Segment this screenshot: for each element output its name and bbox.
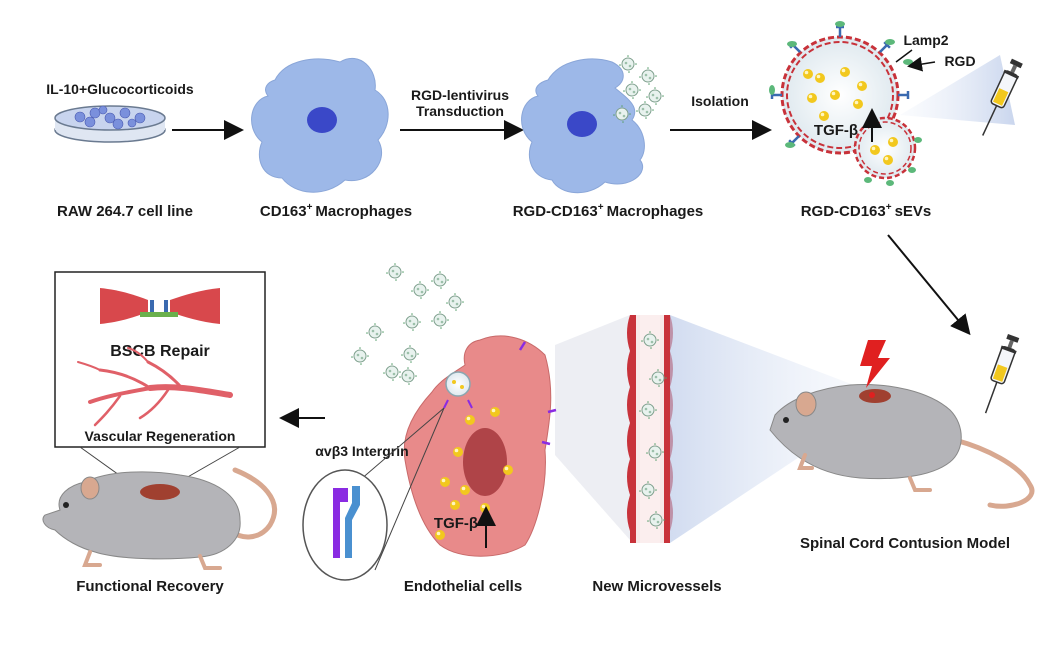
- nucleus: [307, 107, 337, 133]
- nucleus: [567, 111, 597, 137]
- svg-text:CD163+Macrophages: CD163+Macrophages: [260, 202, 412, 220]
- svg-text:RGD-CD163+sEVs: RGD-CD163+sEVs: [801, 202, 932, 220]
- vascular-regeneration-label: Vascular Regeneration: [85, 428, 236, 444]
- endothelial-nucleus: [463, 428, 507, 496]
- small-sev: [853, 116, 922, 186]
- arrow-sev-to-model: [887, 234, 971, 336]
- recovered-mouse: [42, 467, 278, 570]
- rgd-cd163-macrophages-label: RGD-CD163+Macrophages: [513, 202, 704, 220]
- integrin-zoom-line-a: [359, 407, 445, 481]
- syringe-bottom: [977, 332, 1022, 417]
- integrin-alpha: [333, 488, 340, 558]
- isolation-label: Isolation: [691, 93, 749, 109]
- petri-dish: [54, 105, 166, 143]
- functional-recovery-label: Functional Recovery: [76, 578, 224, 595]
- docking-sev: [443, 371, 473, 409]
- rgd-cd163-sevs-label: RGD-CD163+sEVs: [801, 202, 932, 220]
- floating-sevs: [350, 262, 465, 386]
- injury-lightning-icon: [860, 340, 890, 388]
- new-microvessels-label: New Microvessels: [592, 578, 721, 595]
- rgd-label: RGD: [944, 53, 975, 69]
- cd163-macrophages-label: CD163+Macrophages: [260, 202, 412, 220]
- endothelial-beam: [555, 315, 630, 540]
- bscb-icon: [100, 288, 220, 324]
- lamp2-label: Lamp2: [903, 32, 948, 48]
- cd163-macrophage-cell: [251, 57, 389, 193]
- integrin-zoom-line-b: [374, 407, 445, 571]
- syringe-beam-top: [900, 55, 1015, 125]
- svg-text:RGD-CD163+Macrophages: RGD-CD163+Macrophages: [513, 202, 704, 220]
- tgf-beta-endo-label: TGF-β: [434, 515, 478, 532]
- transduction-label: Transduction: [416, 103, 504, 119]
- endothelial-cells-label: Endothelial cells: [404, 578, 522, 595]
- tgf-beta-sev-label: TGF-β: [814, 122, 858, 139]
- rgd-lentivirus-label: RGD-lentivirus: [411, 87, 509, 103]
- model-mouse: [769, 384, 1035, 509]
- endothelial-cell: [403, 335, 557, 557]
- lamp2-pointer: [895, 49, 913, 63]
- spinal-cord-model-label: Spinal Cord Contusion Model: [800, 535, 1010, 552]
- rgd-pointer: [907, 56, 936, 72]
- integrin-zoom: [302, 469, 388, 581]
- vessel-branches-icon: [77, 347, 233, 427]
- raw-cell-line-label: RAW 264.7 cell line: [57, 203, 193, 220]
- bscb-repair-label: BSCB Repair: [110, 343, 210, 360]
- integrin-label: αvβ3 Intergrin: [315, 443, 408, 459]
- microvessel: [627, 315, 673, 543]
- outcome-inset-box: BSCB Repair Vascular Regeneration: [54, 271, 266, 491]
- integrin-beta: [345, 486, 360, 558]
- il10-label: IL-10+Glucocorticoids: [46, 81, 194, 97]
- rgd-cd163-macrophage-cell: [521, 54, 665, 194]
